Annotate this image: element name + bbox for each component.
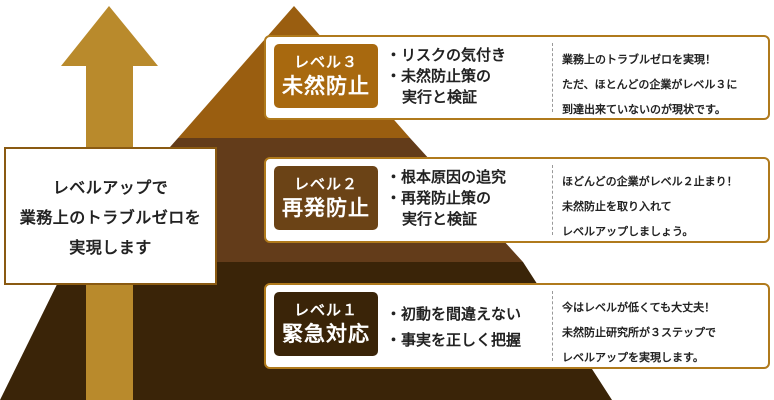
center-message-line: 実現します: [69, 238, 152, 257]
level-2-description: ほどんどの企業がレベル２止まり！ 未然防止を取り入れて レベルアップしましょう。: [562, 169, 767, 244]
description-line: ほどんどの企業がレベル２止まり！: [562, 175, 738, 188]
level-label: レベル１: [293, 301, 358, 319]
level-3-badge: レベル３ 未然防止: [274, 44, 378, 108]
level-1-items: ・初動を間違えない ・事実を正しく把握: [386, 301, 556, 353]
level-1-panel: レベル１ 緊急対応 ・初動を間違えない ・事実を正しく把握 今はレベルが低くても…: [264, 283, 770, 369]
level-item: ・未然防止策の実行と検証: [386, 67, 492, 106]
level-2-panel: レベル２ 再発防止 ・根本原因の追究 ・再発防止策の実行と検証 ほどんどの企業が…: [264, 157, 770, 243]
description-line: 到達出来ていないのが現状です。: [562, 103, 726, 116]
level-2-badge: レベル２ 再発防止: [274, 166, 378, 230]
dashed-divider: [552, 165, 553, 235]
center-message-box: レベルアップで 業務上のトラブルゼロを 実現します: [4, 147, 217, 285]
description-line: ただ、ほとんどの企業がレベル３に: [562, 78, 738, 91]
description-line: 業務上のトラブルゼロを実現！: [562, 53, 716, 66]
dashed-divider: [552, 291, 553, 361]
level-3-panel: レベル３ 未然防止 ・リスクの気付き ・未然防止策の実行と検証 業務上のトラブル…: [264, 35, 770, 120]
description-line: 未然防止研究所が３ステップで: [562, 326, 716, 339]
level-1-badge: レベル１ 緊急対応: [274, 292, 378, 356]
level-1-description: 今はレベルが低くても大丈夫！ 未然防止研究所が３ステップで レベルアップを実現し…: [562, 295, 767, 370]
level-3-description: 業務上のトラブルゼロを実現！ ただ、ほとんどの企業がレベル３に 到達出来ていない…: [562, 47, 767, 122]
level-item: ・リスクの気付き: [386, 46, 507, 64]
description-line: レベルアップしましょう。: [562, 225, 694, 238]
level-item: ・事実を正しく把握: [386, 331, 522, 349]
level-label: レベル３: [293, 53, 358, 71]
level-item: ・根本原因の追究: [386, 168, 507, 186]
dashed-divider: [552, 43, 553, 112]
level-label: レベル２: [293, 175, 358, 193]
level-item: ・再発防止策の実行と検証: [386, 189, 492, 228]
level-name: 再発防止: [282, 196, 370, 220]
description-line: 未然防止を取り入れて: [562, 200, 672, 213]
center-message-line: 業務上のトラブルゼロを: [19, 208, 202, 227]
level-item: ・初動を間違えない: [386, 305, 522, 323]
description-line: レベルアップを実現します。: [562, 351, 704, 364]
level-2-items: ・根本原因の追究 ・再発防止策の実行と検証: [386, 167, 556, 230]
level-3-items: ・リスクの気付き ・未然防止策の実行と検証: [386, 45, 556, 108]
level-name: 未然防止: [282, 74, 370, 98]
level-name: 緊急対応: [282, 322, 370, 346]
description-line: 今はレベルが低くても大丈夫！: [562, 301, 716, 314]
center-message-line: レベルアップで: [52, 178, 169, 197]
